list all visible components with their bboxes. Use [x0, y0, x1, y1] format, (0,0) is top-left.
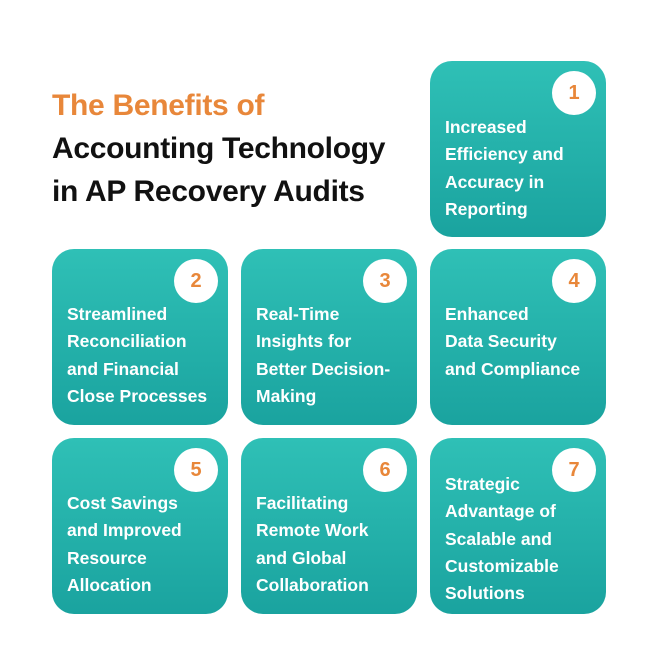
benefit-text-line: Resource: [67, 547, 147, 568]
benefit-text-line: Customizable: [445, 555, 559, 576]
benefit-text-line: Close Processes: [67, 385, 208, 406]
number-badge-4: 4: [552, 259, 596, 303]
benefit-text-line: Real-Time: [256, 304, 340, 324]
title-line-3: in AP Recovery Audits: [52, 175, 365, 208]
benefit-text-line: Enhanced: [445, 304, 529, 324]
benefit-card-5: 5 Cost Savings and Improved Resource All…: [52, 438, 228, 614]
benefit-text-line: Making: [256, 385, 317, 406]
benefit-text-1: Increased Efficiency and Accuracy in Rep…: [445, 114, 598, 223]
page-title: The Benefits of Accounting Technology in…: [52, 84, 422, 213]
benefit-text-line: Insights for: [256, 331, 352, 352]
benefit-text-line: Scalable and: [445, 528, 552, 549]
benefit-text-2: Streamlined Reconciliation and Financial…: [67, 301, 220, 410]
number-badge-2: 2: [174, 259, 218, 303]
benefit-card-7: 7 Strategic Advantage of Scalable and Cu…: [430, 438, 606, 614]
number-badge-7: 7: [552, 448, 596, 492]
benefit-text-line: Collaboration: [256, 574, 369, 595]
benefit-text-line: Streamlined: [67, 304, 168, 324]
benefit-text-line: Remote Work: [256, 520, 369, 541]
number-badge-5: 5: [174, 448, 218, 492]
title-line-2: Accounting Technology: [52, 132, 386, 165]
benefit-text-line: Solutions: [445, 583, 525, 604]
benefit-text-4: Enhanced Data Security and Compliance: [445, 301, 598, 383]
benefit-text-3: Real-Time Insights for Better Decision- …: [256, 301, 409, 410]
benefit-text-line: Increased: [445, 117, 527, 137]
benefit-text-line: and Improved: [67, 520, 182, 541]
benefit-text-line: and Compliance: [445, 358, 581, 379]
benefit-text-line: and Financial: [67, 358, 179, 379]
benefit-text-line: Facilitating: [256, 493, 349, 513]
number-badge-3: 3: [363, 259, 407, 303]
benefit-text-line: Reporting: [445, 198, 528, 219]
benefit-text-line: Accuracy in: [445, 171, 545, 192]
benefit-card-1: 1 Increased Efficiency and Accuracy in R…: [430, 61, 606, 237]
benefit-card-6: 6 Facilitating Remote Work and Global Co…: [241, 438, 417, 614]
number-badge-1: 1: [552, 71, 596, 115]
benefit-card-3: 3 Real-Time Insights for Better Decision…: [241, 249, 417, 425]
benefit-text-line: Allocation: [67, 574, 152, 595]
benefit-text-line: Data Security: [445, 331, 557, 352]
benefit-card-4: 4 Enhanced Data Security and Compliance: [430, 249, 606, 425]
benefit-text-line: Advantage of: [445, 501, 556, 522]
number-badge-6: 6: [363, 448, 407, 492]
benefit-text-line: Better Decision-: [256, 358, 391, 379]
title-line-1: The Benefits of: [52, 89, 265, 122]
benefit-text-line: and Global: [256, 547, 347, 568]
benefit-text-6: Facilitating Remote Work and Global Coll…: [256, 490, 409, 599]
benefit-text-line: Efficiency and: [445, 144, 564, 165]
benefit-text-line: Reconciliation: [67, 331, 187, 352]
benefit-text-5: Cost Savings and Improved Resource Alloc…: [67, 490, 220, 599]
benefit-card-2: 2 Streamlined Reconciliation and Financi…: [52, 249, 228, 425]
benefit-text-line: Strategic: [445, 474, 520, 494]
benefit-text-line: Cost Savings: [67, 493, 178, 513]
benefit-text-7: Strategic Advantage of Scalable and Cust…: [445, 471, 598, 607]
